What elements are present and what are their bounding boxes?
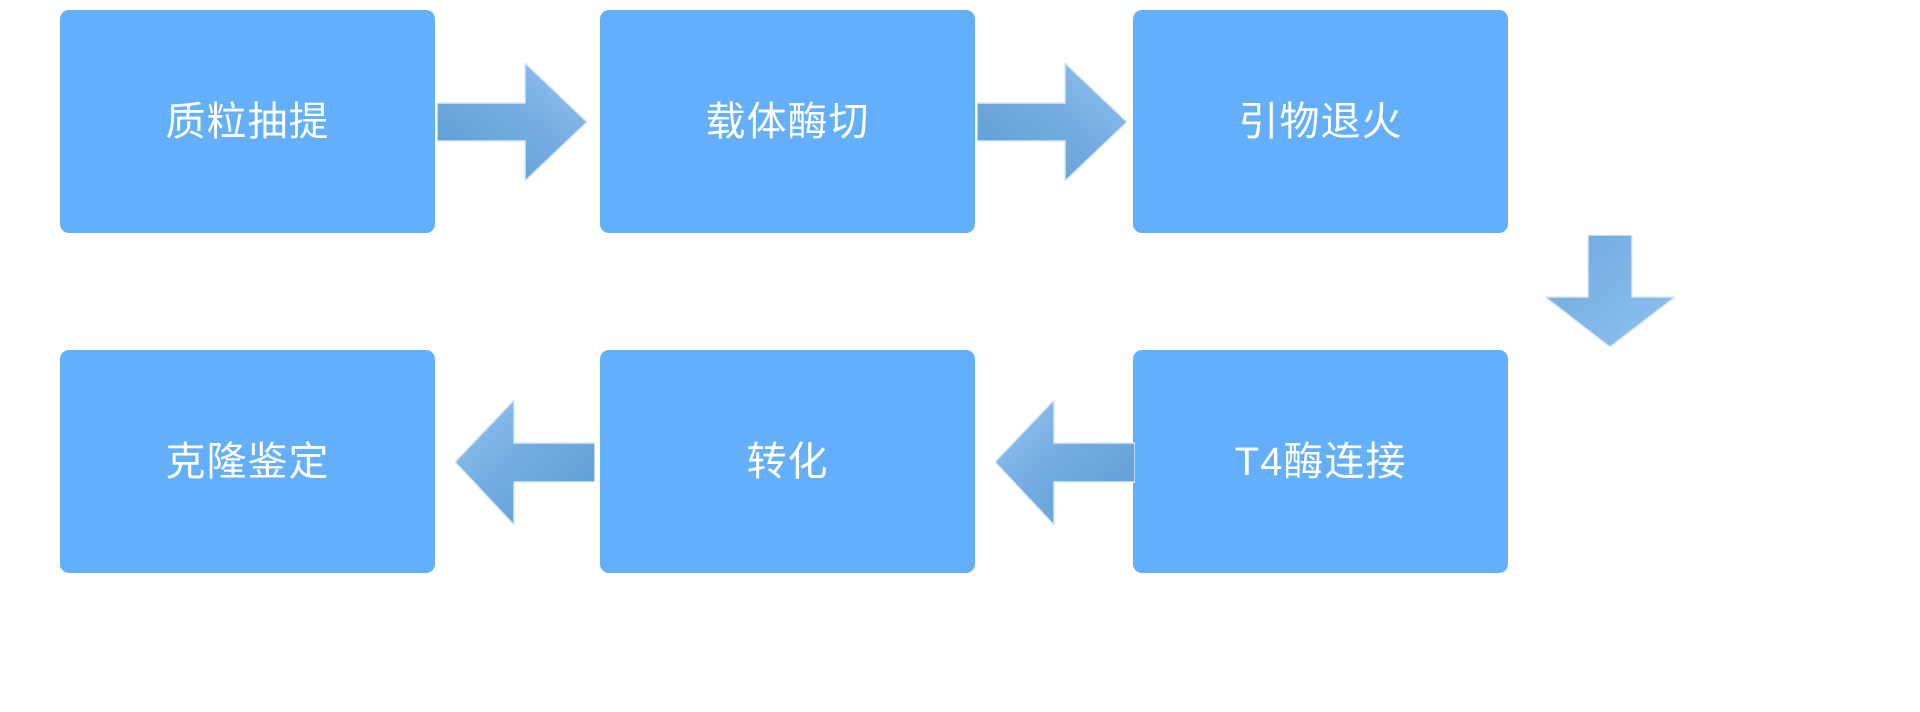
arrow-right-icon-plasmid-to-vector xyxy=(437,63,587,181)
process-node-transformation[interactable]: 转化 xyxy=(600,350,975,573)
process-node-clone-identification[interactable]: 克隆鉴定 xyxy=(60,350,435,573)
arrow-left-icon-transform-to-clone xyxy=(455,400,595,525)
process-node-label: 转化 xyxy=(746,439,829,484)
process-node-vector-digestion[interactable]: 载体酶切 xyxy=(600,10,975,233)
arrow-left-icon-ligation-to-transform xyxy=(995,400,1135,525)
process-node-primer-annealing[interactable]: 引物退火 xyxy=(1133,10,1508,233)
arrow-down-icon-primer-to-ligation xyxy=(1545,235,1675,347)
process-node-t4-ligation[interactable]: T4酶连接 xyxy=(1133,350,1508,573)
process-node-label: 克隆鉴定 xyxy=(165,439,330,484)
process-node-plasmid-extraction[interactable]: 质粒抽提 xyxy=(60,10,435,233)
process-node-label: 质粒抽提 xyxy=(165,99,330,144)
process-node-label: 引物退火 xyxy=(1238,99,1403,144)
process-node-label: 载体酶切 xyxy=(705,99,870,144)
process-node-label: T4酶连接 xyxy=(1234,439,1407,484)
arrow-right-icon-vector-to-primer xyxy=(977,63,1127,181)
